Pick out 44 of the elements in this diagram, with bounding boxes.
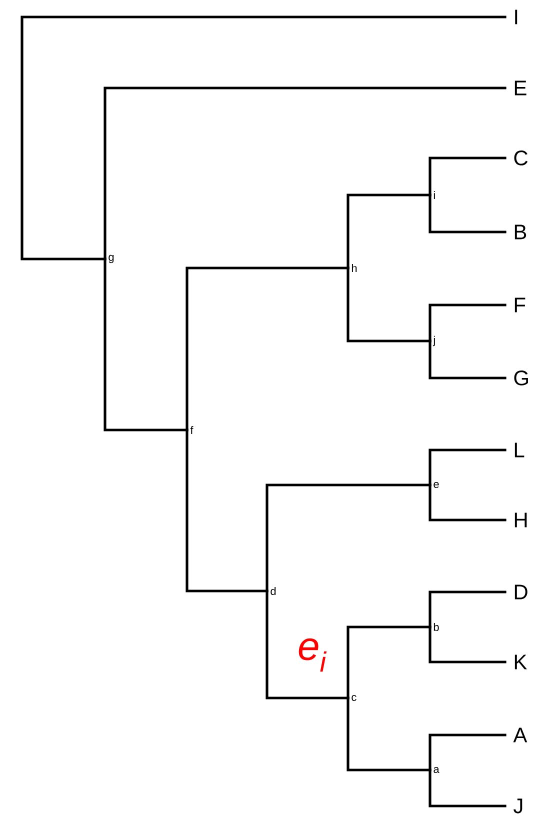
- node-label: f: [190, 426, 194, 434]
- node-label: c: [352, 695, 356, 701]
- node-label: e: [434, 482, 439, 488]
- branch-line: [346, 266, 432, 342]
- leaf-label: L: [514, 442, 524, 458]
- node-label: i: [434, 191, 435, 199]
- branch-line: [266, 484, 432, 592]
- leaf-label: I: [515, 10, 518, 24]
- leaf-label: F: [514, 298, 526, 312]
- branch-line: [104, 258, 188, 432]
- edge-label: e$_{i}$: [298, 638, 327, 672]
- leaf-label: B: [514, 224, 526, 240]
- leaf-label: A: [513, 728, 528, 742]
- leaf-label: J: [514, 798, 522, 814]
- leaf-label: E: [514, 80, 526, 96]
- branch-line: [186, 266, 350, 432]
- branch-line: [428, 194, 506, 234]
- node-label: h: [352, 264, 357, 272]
- branch-line: [104, 86, 506, 260]
- branch-line: [428, 156, 506, 196]
- node-label: a: [434, 767, 440, 773]
- branch-line: [346, 194, 432, 270]
- branch-line: [266, 590, 350, 700]
- leaf-label: C: [514, 150, 528, 166]
- node-label: j: [432, 336, 435, 346]
- node-label: b: [434, 622, 439, 632]
- leaf-label: G: [514, 370, 528, 386]
- leaf-label: D: [514, 584, 528, 600]
- branch-line: [346, 626, 432, 700]
- branch-line: [428, 340, 506, 380]
- leaf-label: H: [514, 512, 527, 528]
- branch-line: [428, 590, 506, 628]
- leaf-label: K: [514, 654, 527, 670]
- branch-line: [428, 768, 506, 808]
- branch-line: [428, 484, 506, 522]
- node-label: d: [270, 586, 276, 596]
- branch-line: [428, 304, 506, 342]
- branch-line: [428, 626, 506, 664]
- branch-line: [20, 16, 506, 260]
- branch-line: [346, 696, 432, 772]
- node-label: g: [108, 254, 114, 264]
- branch-line: [428, 734, 506, 772]
- branch-line: [186, 428, 268, 592]
- branch-line: [428, 448, 506, 486]
